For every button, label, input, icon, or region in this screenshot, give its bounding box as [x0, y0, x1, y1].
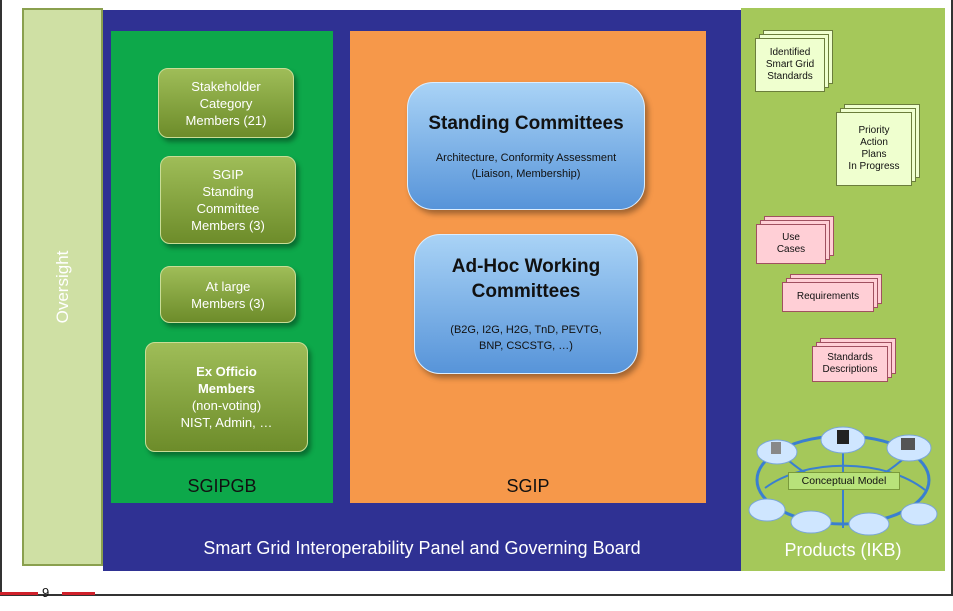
oversight-label: Oversight [52, 250, 72, 324]
sgipgb-label: SGIPGB [187, 476, 257, 496]
box-line: Category [199, 95, 253, 111]
box-line: Committee [196, 201, 260, 216]
box-title-line: Ex Officio [196, 364, 257, 379]
building-icon [901, 438, 915, 450]
standards-document: Identified Smart Grid Standards [755, 38, 825, 92]
doc-line: Descriptions [822, 364, 878, 375]
conceptual-model-label: Conceptual Model [788, 472, 900, 490]
standing-committees-sub: (Liaison, Membership) [471, 167, 581, 180]
box-line: Standing [202, 184, 254, 199]
sgip-label: SGIP [506, 476, 550, 496]
adhoc-committees-sub: BNP, CSCSTG, …) [479, 340, 573, 352]
adhoc-committees-title: Ad-Hoc Working [451, 256, 601, 277]
cloud-node-icon [900, 502, 938, 526]
doc-line: Plans [861, 149, 887, 160]
stakeholder-members-box: Stakeholder Category Members (21) [158, 68, 294, 138]
doc-line: Requirements [796, 291, 860, 302]
standing-committees-title: Standing Committees [428, 112, 624, 134]
box-line: Stakeholder [191, 78, 261, 94]
box-line: NIST, Admin, … [180, 415, 273, 430]
doc-line: Cases [776, 244, 806, 255]
standing-committees-sub: Architecture, Conformity Assessment [435, 151, 617, 164]
cloud-node-icon [848, 512, 890, 536]
frame-right-border [951, 0, 953, 595]
person-icon [837, 430, 849, 444]
requirements-document: Requirements [782, 282, 874, 312]
at-large-members-box: At large Members (3) [160, 266, 296, 323]
box-line: SGIP [212, 167, 244, 182]
box-line: Members (3) [191, 218, 265, 233]
ex-officio-members-box: Ex Officio Members (non-voting) NIST, Ad… [145, 342, 308, 452]
adhoc-committees-sub: (B2G, I2G, H2G, TnD, PEVTG, [450, 324, 602, 336]
standing-committees-box: Standing Committees Architecture, Confor… [407, 82, 645, 210]
cloud-node-icon [790, 510, 832, 534]
box-title-line: Members [197, 381, 256, 396]
doc-line: Priority [858, 125, 890, 136]
cloud-node-icon [748, 498, 786, 522]
oversight-bar: Oversight [22, 8, 103, 566]
frame-bottom-border [0, 594, 953, 596]
doc-line: Identified [769, 47, 811, 58]
frame-left-border [0, 0, 2, 595]
footer-accent-line [62, 592, 95, 595]
doc-line: Standards [827, 352, 873, 363]
panel-label: Smart Grid Interoperability Panel and Go… [203, 538, 641, 558]
adhoc-committees-box: Ad-Hoc Working Committees (B2G, I2G, H2G… [414, 234, 638, 374]
doc-line: In Progress [848, 161, 900, 172]
standards-descriptions-document: Standards Descriptions [812, 346, 888, 382]
network-link [764, 464, 926, 491]
conceptual-model-graphic [748, 426, 938, 536]
doc-line: Smart Grid [765, 59, 815, 70]
doc-line: Action [860, 137, 888, 148]
page-number: 9 [42, 585, 50, 600]
standing-committee-members-box: SGIP Standing Committee Members (3) [160, 156, 296, 244]
box-line: Members (3) [191, 295, 265, 311]
adhoc-committees-title: Committees [471, 281, 581, 302]
footer-accent-line [0, 592, 38, 595]
tower-icon [771, 442, 781, 454]
priority-action-plans-document: Priority Action Plans In Progress [836, 112, 912, 186]
box-line: (non-voting) [191, 398, 262, 413]
box-line: At large [205, 278, 251, 294]
products-label: Products (IKB) [784, 540, 902, 560]
doc-line: Use [782, 232, 800, 243]
doc-line: Standards [767, 71, 813, 82]
box-line: Members (21) [185, 112, 267, 128]
use-cases-document: Use Cases [756, 224, 826, 264]
